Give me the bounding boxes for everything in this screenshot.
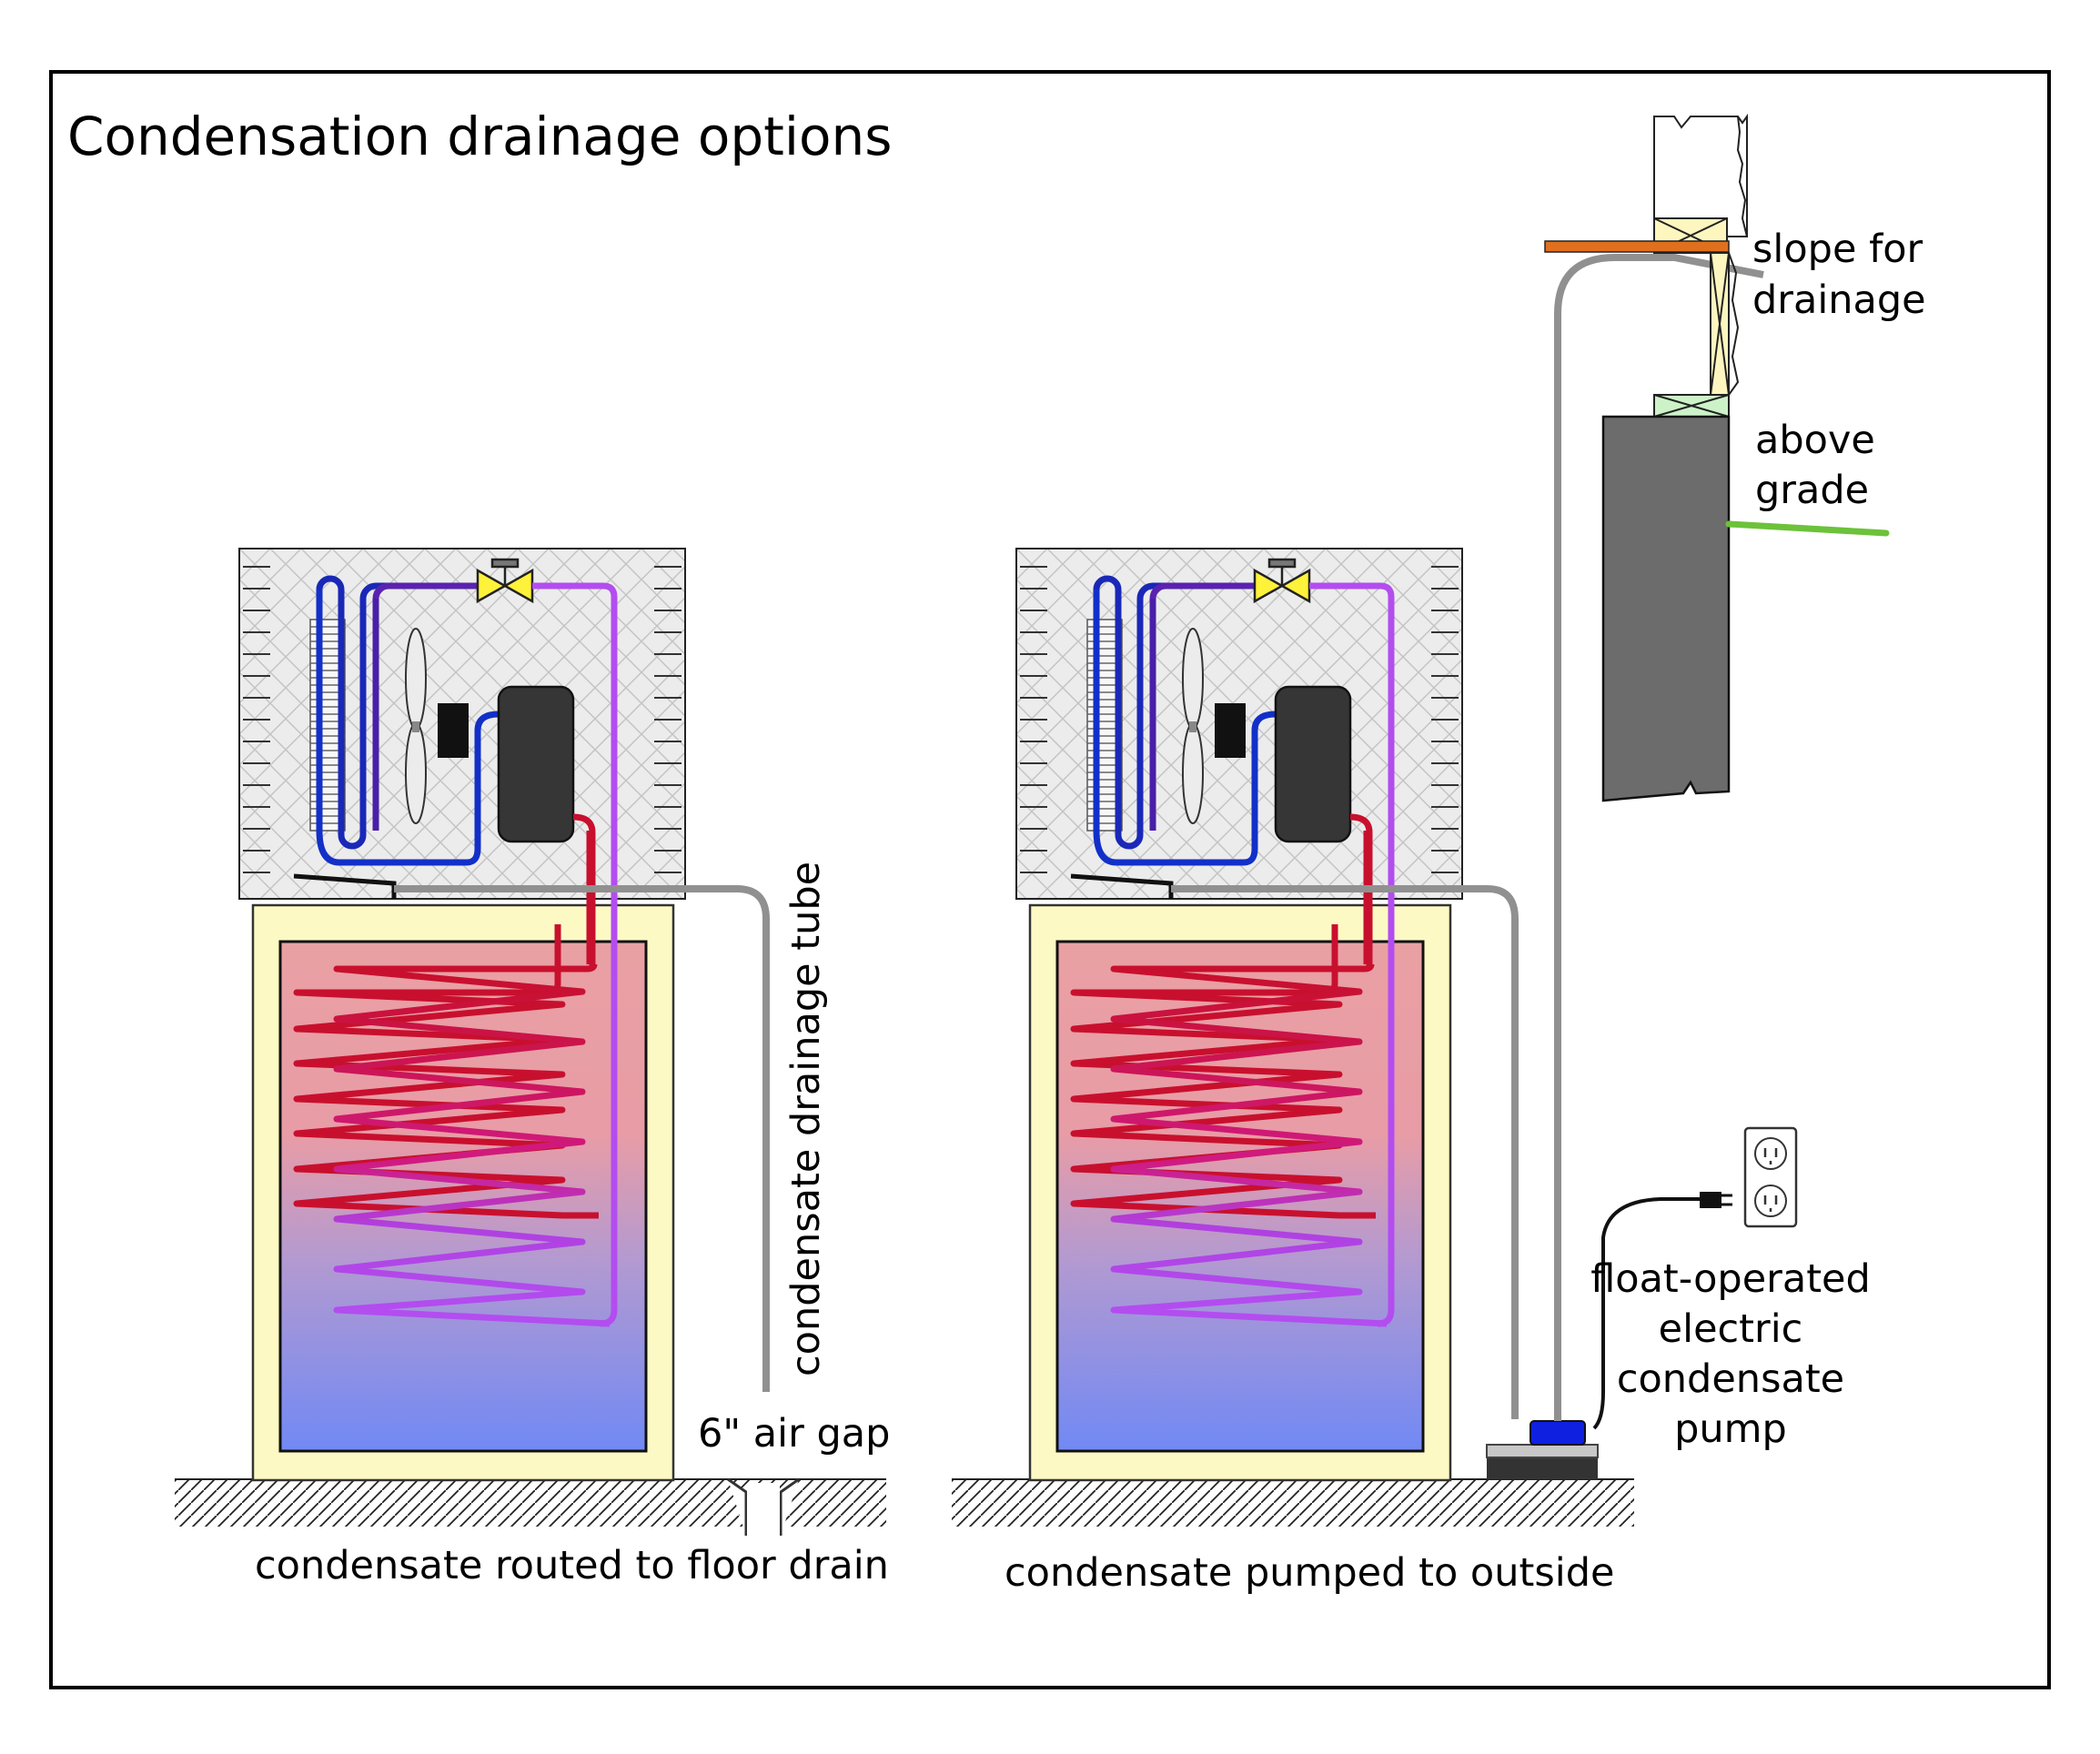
system-pumped xyxy=(952,254,1798,1527)
system-floor-drain xyxy=(175,549,886,1537)
cord-plug xyxy=(1700,1192,1721,1208)
pump-label-line3: condensate xyxy=(1617,1356,1844,1402)
drain-tube-left xyxy=(394,885,770,1392)
pump-power-cord xyxy=(1592,1197,1701,1430)
drain-tube-label: condensate drainage tube xyxy=(783,862,829,1376)
condenser-coil-right xyxy=(1110,963,1388,1327)
pump-label-line2: electric xyxy=(1659,1306,1803,1352)
caption-floor-drain: condensate routed to floor drain xyxy=(255,1543,889,1588)
condenser-coil-left xyxy=(333,963,611,1327)
grade-label-line1: above xyxy=(1755,418,1875,463)
pump-label-line4: pump xyxy=(1674,1406,1787,1452)
slope-label-line1: slope for xyxy=(1752,227,1923,272)
grade-line xyxy=(1725,520,1890,537)
grade-label-line2: grade xyxy=(1755,468,1869,513)
electrical-outlet xyxy=(1743,1126,1798,1228)
foundation-wall xyxy=(1601,415,1731,802)
floor-slab-right xyxy=(952,1479,1634,1527)
water-tank-right xyxy=(1030,905,1450,1480)
figure-title: Condensation drainage options xyxy=(67,106,892,167)
pump-discharge-line xyxy=(1554,254,1764,1421)
sill-flange xyxy=(1544,240,1730,253)
water-tank-left xyxy=(253,905,673,1480)
air-gap-label: 6" air gap xyxy=(698,1411,890,1457)
condensate-pump xyxy=(1486,1420,1599,1479)
caption-pumped: condensate pumped to outside xyxy=(1005,1550,1614,1596)
floor-drain xyxy=(727,1477,800,1536)
pump-label-line1: float-operated xyxy=(1590,1256,1871,1302)
wall-section xyxy=(1544,113,1890,802)
drain-tube-right xyxy=(1171,885,1519,1419)
slope-label-line2: drainage xyxy=(1752,277,1926,323)
